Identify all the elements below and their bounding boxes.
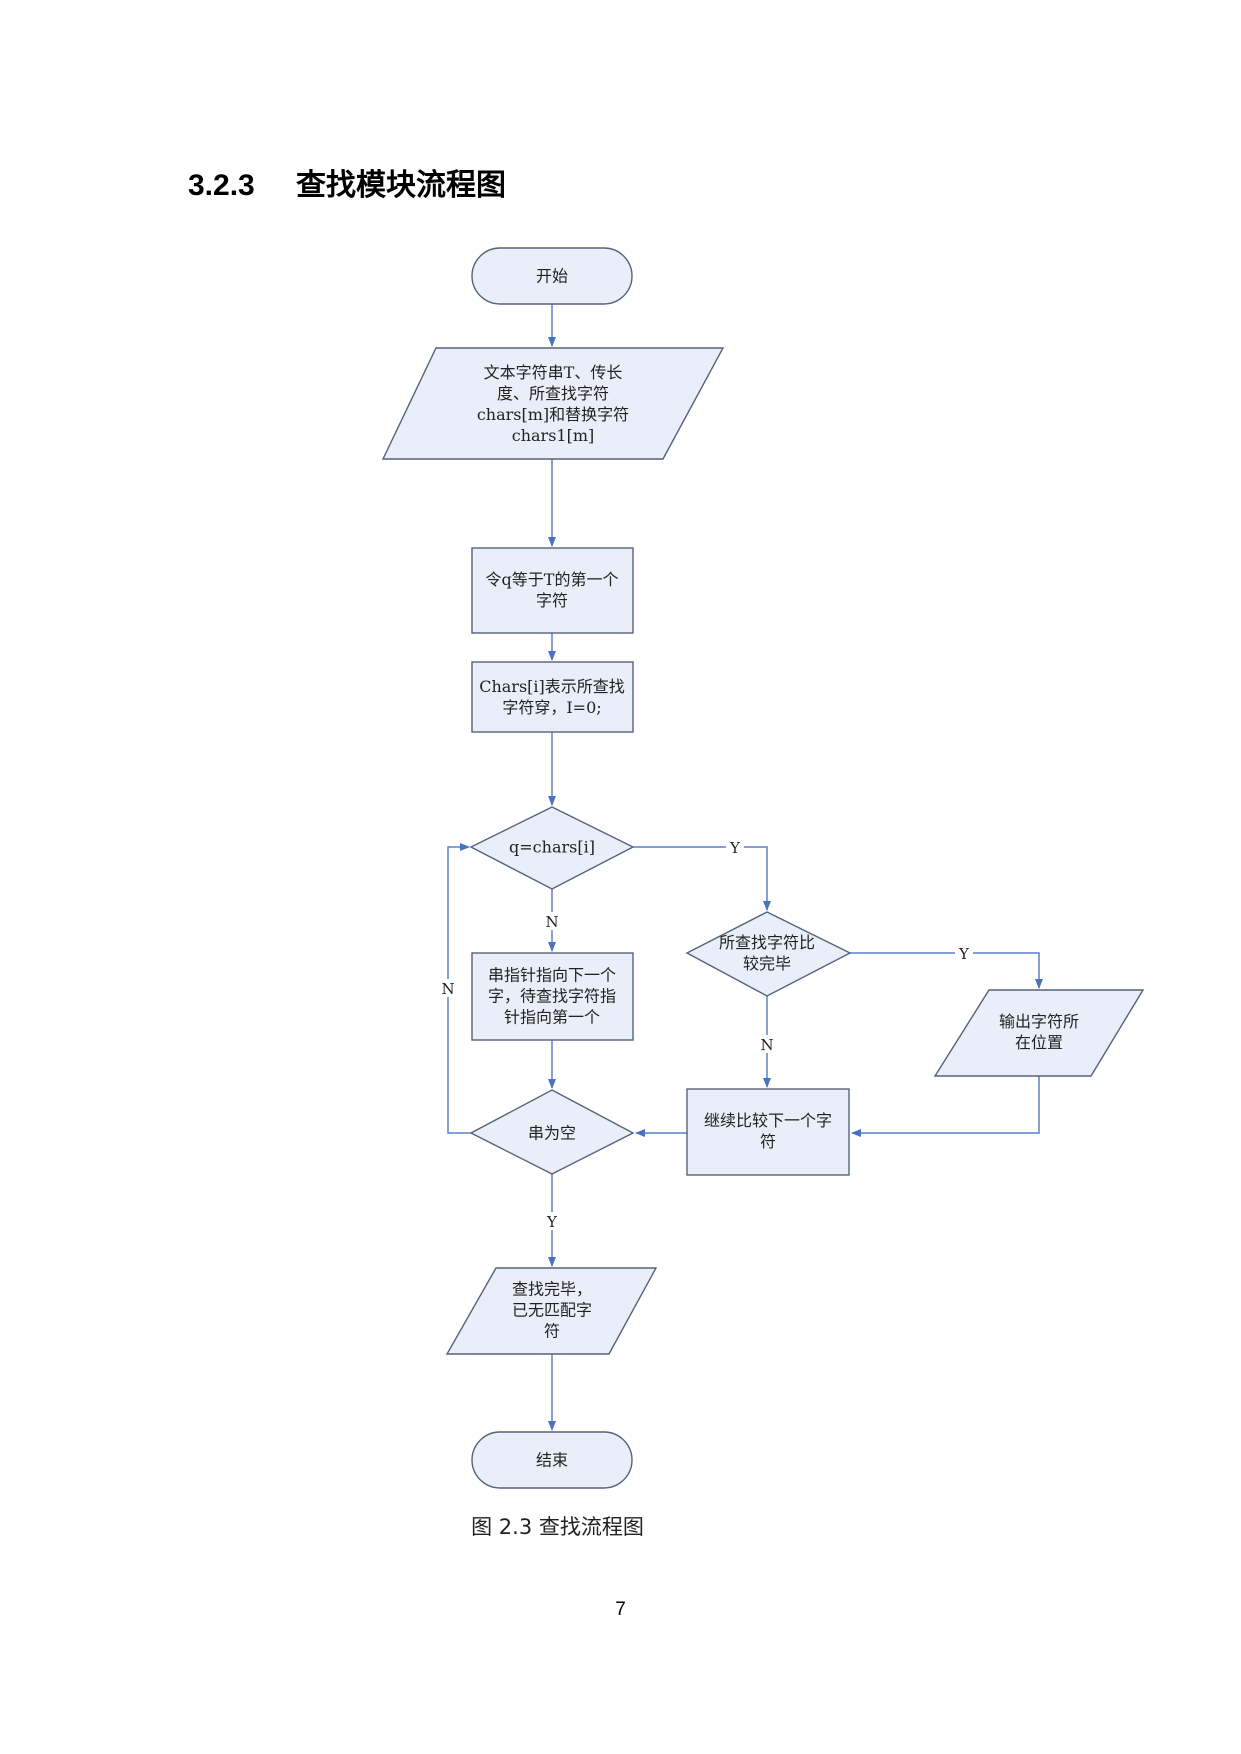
node-not-found: 查找完毕， 已无匹配字符: [445, 1267, 658, 1355]
node-cond-match: q=chars[i]: [469, 806, 635, 890]
section-heading: 3.2.3 查找模块流程图: [188, 160, 506, 204]
node-label-line: 符: [544, 1322, 560, 1341]
section-number: 3.2.3: [188, 169, 255, 202]
node-label-line: q=chars[i]: [509, 838, 595, 857]
node-start: 开始: [471, 247, 633, 305]
node-label-line: Chars[i]表示所查找: [479, 677, 625, 696]
node-label-line: 输出字符所: [999, 1012, 1079, 1031]
node-label-line: 字符: [536, 591, 568, 610]
node-label: 查找完毕， 已无匹配字符: [512, 1280, 592, 1341]
node-input: 文本字符串T、传长度、所查找字符 chars[m]和替换字符 chars1[m]: [381, 347, 725, 460]
node-label: 串为空: [528, 1124, 576, 1143]
node-next-compare: 继续比较下一个字符: [686, 1088, 850, 1176]
node-label-line: 继续比较下一个字: [704, 1111, 832, 1130]
node-label: 开始: [536, 267, 568, 286]
node-label: 串指针指向下一个字，待查找字符指针指向第一个: [488, 966, 616, 1027]
node-label-line: 在位置: [1015, 1033, 1063, 1052]
node-label: q=chars[i]: [509, 838, 595, 857]
figure-caption: 图 2.3 查找流程图: [471, 1515, 644, 1539]
edge-label-done-yes: Y: [958, 945, 970, 963]
node-label-line: 度、所查找字符: [497, 384, 609, 403]
node-label-line: 符: [760, 1132, 776, 1151]
node-output-pos: 输出字符所在位置: [933, 989, 1145, 1077]
node-label: 结束: [536, 1451, 568, 1470]
page-number: 7: [615, 1599, 626, 1620]
node-label-line: 针指向第一个: [504, 1008, 600, 1027]
node-label-line: 所查找字符比: [719, 933, 815, 952]
edge-cond-done-output: [850, 952, 1043, 989]
node-label-line: 查找完毕，: [512, 1280, 592, 1299]
node-label: Chars[i]表示所查找字符穿，I=0;: [479, 677, 625, 717]
edge-label-match-no: N: [545, 913, 558, 931]
node-label: 令q等于T的第一个字符: [486, 570, 619, 610]
node-init-i: Chars[i]表示所查找字符穿，I=0;: [471, 661, 634, 733]
node-label-line: 结束: [536, 1451, 568, 1470]
node-label: 文本字符串T、传长度、所查找字符 chars[m]和替换字符 chars1[m]: [477, 363, 629, 445]
node-label-line: 令q等于T的第一个: [486, 570, 619, 589]
node-label-line: 较完毕: [743, 954, 791, 973]
edge-label-match-yes: Y: [729, 839, 741, 857]
node-label-line: 文本字符串T、传长: [484, 363, 623, 382]
node-end: 结束: [471, 1431, 633, 1489]
node-label-line: 字，待查找字符指: [488, 987, 616, 1006]
node-init-q: 令q等于T的第一个字符: [471, 547, 634, 634]
node-label-line: chars[m]和替换字符: [477, 405, 629, 424]
node-label-line: 开始: [536, 267, 568, 286]
node-label-line: 串指针指向下一个: [488, 966, 616, 985]
node-label-line: chars1[m]: [512, 426, 595, 445]
edge-label-empty-yes: Y: [546, 1213, 558, 1231]
node-label: 输出字符所在位置: [999, 1012, 1079, 1052]
edge-label-empty-no: N: [441, 980, 454, 998]
section-title: 查找模块流程图: [296, 169, 506, 202]
node-label-line: 已无匹配字: [512, 1301, 592, 1320]
node-label: 所查找字符比较完毕: [719, 933, 815, 973]
edge-cond-match-cond-done: [633, 846, 771, 911]
node-label-line: 串为空: [528, 1124, 576, 1143]
node-label: 继续比较下一个字符: [704, 1111, 832, 1151]
edge-label-done-no: N: [760, 1036, 773, 1054]
node-cond-empty: 串为空: [469, 1089, 635, 1175]
node-advance: 串指针指向下一个字，待查找字符指针指向第一个: [471, 952, 634, 1041]
edge-output-next-compare: [851, 1076, 1040, 1137]
node-label-line: 字符穿，I=0;: [502, 698, 601, 717]
edge-labels: Y N Y N N Y: [439, 838, 973, 1231]
node-cond-done: 所查找字符比较完毕: [685, 911, 852, 997]
